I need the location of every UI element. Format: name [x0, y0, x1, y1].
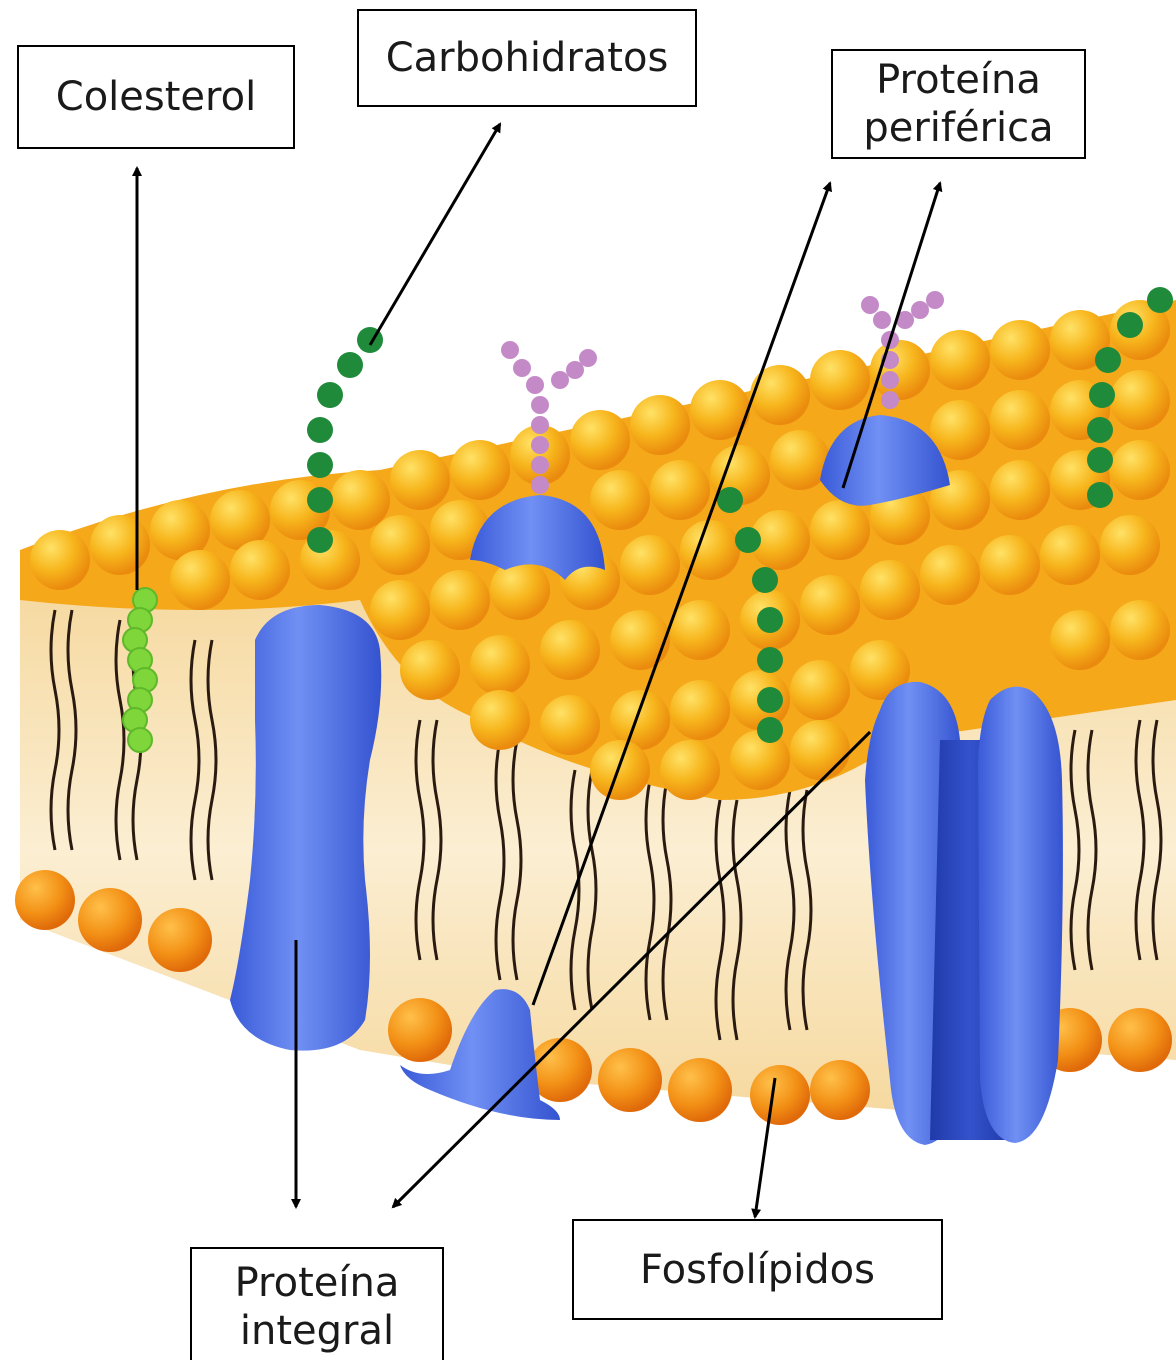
label-proteina-integral-line1: Proteína — [235, 1259, 400, 1307]
label-carbohidratos: Carbohidratos — [357, 9, 697, 107]
label-fosfolipidos-text: Fosfolípidos — [640, 1246, 875, 1294]
label-proteina-periferica: Proteína periférica — [831, 49, 1086, 159]
label-proteina-integral: Proteína integral — [190, 1247, 444, 1360]
label-colesterol: Colesterol — [17, 45, 295, 149]
label-proteina-periferica-line2: periférica — [863, 104, 1053, 152]
channel-protein-right-half — [978, 687, 1063, 1143]
label-proteina-integral-line2: integral — [240, 1307, 394, 1355]
arrow-carbohidratos — [370, 124, 500, 345]
label-proteina-periferica-line1: Proteína — [876, 56, 1041, 104]
label-carbohidratos-text: Carbohidratos — [386, 34, 669, 82]
label-colesterol-text: Colesterol — [56, 73, 256, 121]
label-fosfolipidos: Fosfolípidos — [572, 1219, 943, 1320]
